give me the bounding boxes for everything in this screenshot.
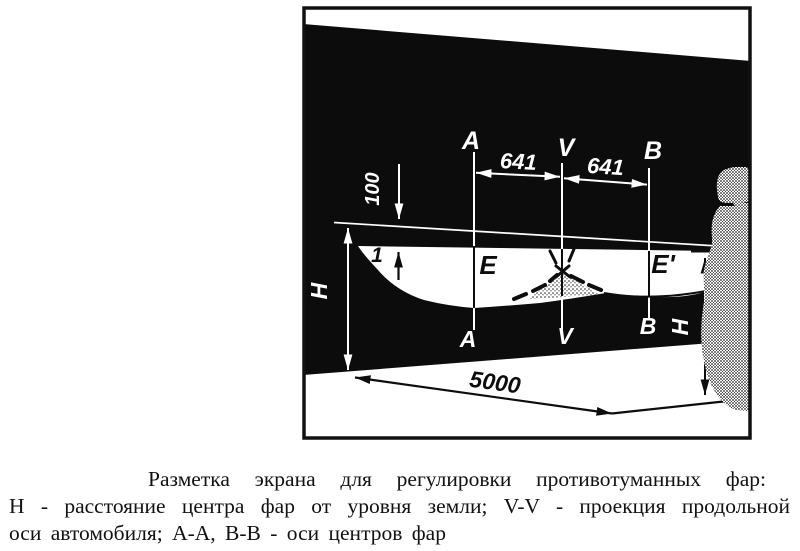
axis-a-bottom-label: A — [459, 326, 477, 352]
screen-e-prime-label: E' — [651, 249, 675, 279]
dim-5000-arrow — [354, 375, 613, 416]
caption-line-1: Разметка экрана для регулировки противот… — [148, 467, 766, 491]
car-body-and-wheel — [701, 206, 750, 411]
screen-e-label: E — [479, 250, 497, 280]
fog-lamp-aiming-diagram: 641 641 100 1 A V B A V B E E' H H 5000 — [302, 6, 752, 440]
caption-line-2: Н - расстояние центра фар от уровня земл… — [9, 494, 790, 518]
dim-641-left-arrow — [475, 169, 561, 181]
dim-641-left-label: 641 — [499, 148, 537, 175]
axis-b-bottom-label: B — [640, 313, 657, 339]
light-spot — [358, 246, 714, 308]
car-front — [701, 167, 750, 411]
dim-h-right-label: H — [667, 318, 693, 335]
caption-line-3: оси автомобиля; А-А, В-В - оси центров ф… — [9, 521, 446, 545]
axis-b-top-label: B — [644, 137, 662, 165]
lamp-centre-line — [333, 221, 743, 249]
axis-a-top-label: A — [461, 127, 480, 155]
dim-641-right-label: 641 — [586, 153, 624, 181]
dim-h-left-label: H — [306, 282, 332, 299]
axis-v-top-label: V — [558, 134, 577, 162]
cutoff-mark-label: 1 — [371, 244, 383, 267]
figure-caption: Разметка экрана для регулировки противот… — [0, 466, 800, 547]
axis-v-bottom-label: V — [557, 323, 574, 349]
floor-line-under-car — [611, 399, 729, 415]
spot-lower-edge — [603, 288, 717, 298]
sky-wedge — [303, 7, 751, 61]
figure-border — [302, 6, 752, 440]
car-mirror — [716, 167, 750, 203]
beam-hotspot-stipple — [528, 272, 600, 299]
dim-100-label: 100 — [362, 172, 384, 205]
dim-641-right-arrow — [563, 175, 648, 188]
